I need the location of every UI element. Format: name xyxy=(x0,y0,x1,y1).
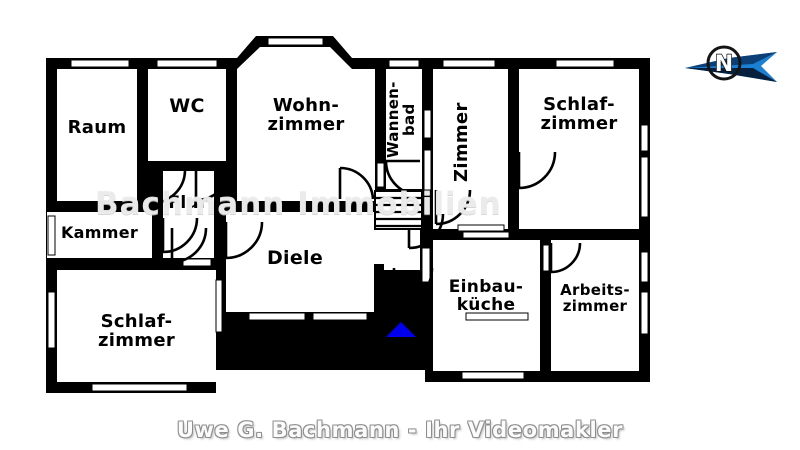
room-label-diele: Diele xyxy=(266,247,324,269)
room-label-wannenbad: Wannen- bad xyxy=(384,81,418,158)
room-label-arbeitszimmer: Arbeits- zimmer xyxy=(560,281,630,316)
room-label-schlafzimmer-top-right: Schlaf- zimmer xyxy=(540,94,618,135)
room-label-zimmer: Zimmer xyxy=(451,102,472,182)
footer-watermark: Uwe G. Bachmann - Ihr Videomakler xyxy=(176,418,624,442)
room-label-raum: Raum xyxy=(67,117,127,138)
room-interiors xyxy=(47,47,639,382)
doors xyxy=(150,151,582,308)
room-label-kammer: Kammer xyxy=(60,223,139,242)
compass-north-label: N xyxy=(715,52,733,77)
room-label-schlafzimmer-bottom-left: Schlaf- zimmer xyxy=(97,311,176,352)
room-label-wc: WC xyxy=(169,95,205,117)
room-label-wohnzimmer: Wohn- zimmer xyxy=(267,95,345,136)
compass-rose: N xyxy=(685,45,777,82)
room-label-einbaukueche: Einbau- küche xyxy=(448,277,524,316)
entrance-marker xyxy=(386,322,416,337)
windows xyxy=(47,37,649,392)
staircase xyxy=(374,190,423,230)
room-label-flur: Flur xyxy=(168,193,208,213)
